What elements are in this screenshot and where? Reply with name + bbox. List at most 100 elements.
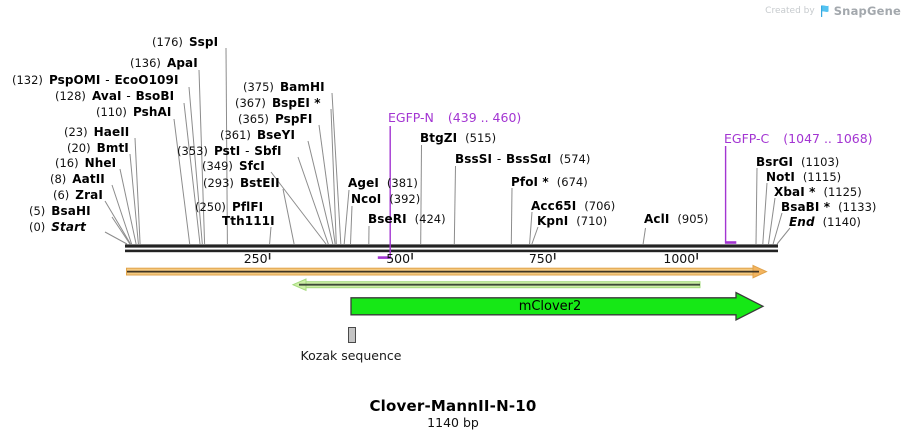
callout-line — [104, 200, 131, 245]
callout-line — [119, 168, 137, 245]
enzyme-name: BsrGI — [756, 155, 794, 169]
enzyme-name: BsaBI — [781, 200, 820, 214]
enzyme-label: BtgZI(515) — [420, 132, 496, 145]
enzyme-label: BsaBI *(1133) — [781, 201, 876, 214]
enzyme-name: BssSαI — [506, 152, 552, 166]
site-number: (349) — [202, 159, 233, 173]
site-number: (250) — [195, 200, 226, 214]
primer-range: (1047 .. 1068) — [783, 131, 873, 146]
enzyme-label: (6) ZraI — [53, 189, 103, 202]
primer-label: EGFP-C(1047 .. 1068) — [724, 131, 873, 146]
site-number: (515) — [465, 131, 497, 145]
enzyme-name: EcoO109I — [114, 73, 179, 87]
enzyme-name: ZraI — [75, 188, 103, 202]
callout-line — [776, 227, 791, 245]
primer-range: (439 .. 460) — [447, 110, 522, 125]
site-number: (1140) — [822, 215, 861, 229]
map-title: Clover-MannII-N-10 — [369, 397, 537, 415]
enzyme-name: Tth111I — [222, 214, 275, 228]
enzyme-name: BspEI — [271, 96, 310, 110]
watermark-created-by: Created by — [765, 6, 815, 16]
enzyme-name: BseYI — [256, 128, 296, 142]
enzyme-name: NotI — [766, 170, 795, 184]
enzyme-star: * — [819, 200, 831, 214]
enzyme-label: (16)NheI — [55, 157, 116, 170]
enzyme-name: SbfI — [254, 144, 282, 158]
site-number: (110) — [96, 105, 127, 119]
mclover2-feature-arrow — [350, 291, 765, 322]
site-number: (5) — [29, 204, 46, 218]
site-number: (132) — [12, 73, 43, 87]
enzyme-label: AgeI(381) — [348, 177, 418, 190]
callout-line — [269, 226, 272, 245]
enzyme-name: NcoI — [351, 192, 382, 206]
enzyme-label: (20)BmtI — [67, 142, 129, 155]
site-number: (674) — [556, 175, 588, 189]
site-number: (20) — [67, 141, 91, 155]
callout-line — [297, 156, 329, 245]
enzyme-label: XbaI *(1125) — [774, 186, 862, 199]
enzyme-name: Acc65I — [531, 199, 577, 213]
enzyme-name: AatII — [72, 172, 105, 186]
callout-line — [188, 86, 203, 245]
enzyme-name: PstI — [213, 144, 241, 158]
enzyme-label: (349)SfcI — [202, 160, 265, 173]
callout-line — [350, 205, 353, 245]
snapgene-logo-icon — [820, 5, 829, 17]
enzyme-label: NotI(1115) — [766, 171, 841, 184]
enzyme-name-separator: - — [493, 152, 506, 166]
callout-line — [762, 182, 768, 245]
site-number: (16) — [55, 156, 79, 170]
enzyme-name: BsaHI — [51, 204, 91, 218]
enzyme-label: (110) PshAI — [96, 106, 171, 119]
site-number: (6) — [53, 188, 70, 202]
sequence-bar-top — [125, 244, 778, 248]
enzyme-label: (8)AatII — [50, 173, 105, 186]
feature-label-mclover2: mClover2 — [518, 299, 582, 314]
callout-line — [134, 137, 141, 245]
callout-line — [420, 144, 422, 245]
enzyme-name: PflFI — [231, 200, 264, 214]
enzyme-label: Tth111I — [222, 215, 275, 228]
enzyme-name: KpnI — [537, 214, 569, 228]
callout-line — [453, 165, 456, 245]
enzyme-name-separator: - — [101, 73, 114, 87]
callout-line — [331, 92, 342, 245]
callout-line — [318, 124, 336, 245]
enzyme-name-separator: - — [122, 89, 135, 103]
callout-line — [529, 211, 533, 245]
enzyme-label: (176)SspI — [152, 36, 218, 49]
callout-line — [198, 69, 206, 245]
enzyme-label: (375)BamHI — [243, 81, 325, 94]
callout-line — [768, 197, 776, 245]
callout-line — [531, 226, 539, 245]
enzyme-label: (5) BsaHI — [29, 205, 91, 218]
enzyme-label: (0)Start — [29, 221, 86, 234]
watermark: Created by SnapGene — [765, 4, 901, 18]
callout-line — [755, 167, 758, 245]
site-number: (128) — [55, 89, 86, 103]
callout-line — [343, 189, 350, 245]
sequence-bar-bottom — [125, 249, 778, 253]
callout-line — [510, 187, 513, 245]
callout-line — [772, 212, 783, 245]
feature-label-kozak: Kozak sequence — [300, 348, 402, 363]
enzyme-name: PshAI — [132, 105, 172, 119]
enzyme-label: (365)PspFI — [238, 113, 312, 126]
enzyme-name: BstEII — [239, 176, 280, 190]
callout-line — [104, 231, 128, 245]
enzyme-label: AclI(905) — [644, 213, 708, 226]
callout-line — [270, 171, 327, 245]
enzyme-star: * — [538, 175, 549, 189]
enzyme-name: BssSI — [455, 152, 493, 166]
enzyme-label: BsrGI(1103) — [756, 156, 839, 169]
enzyme-label: (353)PstI - SbfI — [177, 145, 282, 158]
enzyme-name: AclI — [644, 212, 670, 226]
ruler-number: 1000 — [663, 251, 696, 266]
enzyme-name: HaeII — [93, 125, 130, 139]
site-number: (392) — [389, 192, 421, 206]
site-number: (424) — [414, 212, 446, 226]
enzyme-name: AvaI — [91, 89, 122, 103]
